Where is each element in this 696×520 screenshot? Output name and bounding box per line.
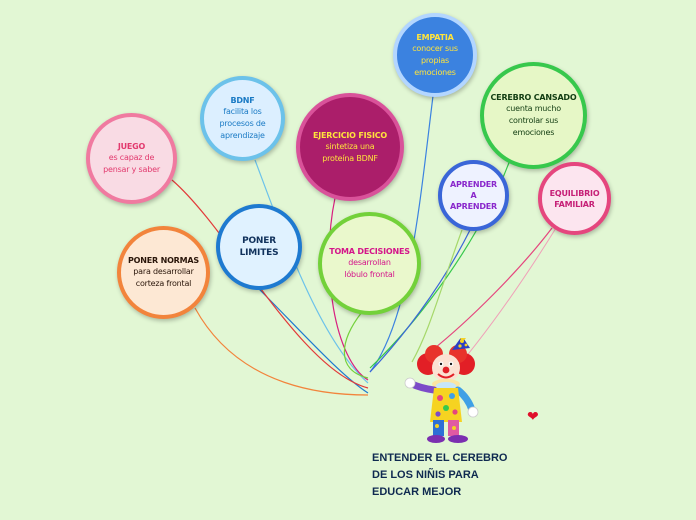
connector-aprender-2 bbox=[411, 229, 463, 363]
connector-bdnf bbox=[254, 159, 369, 384]
bubble-text: emociones bbox=[512, 128, 555, 137]
bubble-text: corteza frontal bbox=[135, 279, 192, 288]
bubble-empatia[interactable]: EMPATIA conocer sus propias emociones bbox=[393, 13, 477, 97]
connector-normas bbox=[194, 307, 369, 396]
bubble-text: cuenta mucho bbox=[506, 104, 561, 113]
bubble-cerebro-cansado[interactable]: CEREBRO CANSADO cuenta mucho controlar s… bbox=[480, 62, 587, 169]
bubble-toma-decisiones[interactable]: TOMA DECISIONES desarrollan lóbulo front… bbox=[318, 212, 421, 315]
connector-aprender bbox=[369, 229, 471, 373]
heart-icon: ❤ bbox=[527, 409, 539, 425]
connector-ejercicio bbox=[328, 197, 369, 381]
bubble-bdnf[interactable]: BDNF facilita los procesos de aprendizaj… bbox=[200, 76, 285, 161]
bubble-ejercicio-fisico[interactable]: EJERCICIO FISICO sintetiza una proteína … bbox=[296, 93, 404, 201]
bubble-text: emociones bbox=[414, 67, 456, 77]
connector-limites bbox=[257, 287, 369, 394]
bubble-title: APRENDER A APRENDER bbox=[449, 180, 498, 211]
central-topic-line: ENTENDER EL CEREBRO bbox=[372, 452, 508, 464]
bubble-text: desarrollan bbox=[348, 258, 391, 267]
bubble-text: es capaz de bbox=[108, 153, 155, 162]
bubble-text: sintetiza una bbox=[325, 141, 375, 151]
central-topic[interactable]: ENTENDER EL CEREBRO DE LOS NIÑIS PARA ED… bbox=[372, 450, 522, 501]
bubble-equilibrio-familiar[interactable]: EQUILIBRIO FAMILIAR bbox=[538, 162, 611, 235]
bubble-text: pensar y saber bbox=[103, 165, 160, 174]
bubble-title: EMPATIA bbox=[416, 32, 454, 42]
bubble-text: facilita los bbox=[223, 107, 262, 116]
connector-juego bbox=[171, 179, 369, 389]
bubble-text: proteína BDNF bbox=[322, 153, 378, 163]
bubble-text: conocer sus bbox=[412, 43, 458, 53]
bubble-text: lóbulo frontal bbox=[344, 270, 395, 279]
bubble-title: PONER LIMITES bbox=[239, 236, 279, 258]
bubble-juego[interactable]: JUEGO es capaz de pensar y saber bbox=[86, 113, 177, 204]
bubble-text: propias bbox=[420, 55, 450, 65]
connector-equilibrio bbox=[429, 227, 553, 353]
central-topic-line: DE LOS NIÑIS PARA bbox=[372, 469, 479, 481]
bubble-title: JUEGO bbox=[117, 142, 146, 151]
bubble-title: PONER NORMAS bbox=[128, 256, 199, 265]
bubble-poner-normas[interactable]: PONER NORMAS para desarrollar corteza fr… bbox=[117, 226, 210, 319]
bubble-text: controlar sus bbox=[508, 116, 559, 125]
bubble-title: BDNF bbox=[230, 96, 255, 105]
bubble-title: TOMA DECISIONES bbox=[329, 247, 410, 256]
bubble-text: para desarrollar bbox=[133, 267, 194, 276]
bubble-text: aprendizaje bbox=[220, 131, 265, 140]
bubble-text: procesos de bbox=[219, 119, 266, 128]
clown-illustration bbox=[400, 334, 496, 453]
bubble-title: EQUILIBRIO FAMILIAR bbox=[549, 188, 600, 209]
connector-decisiones bbox=[343, 311, 369, 379]
bubble-aprender-a-aprender[interactable]: APRENDER A APRENDER bbox=[438, 160, 509, 231]
bubble-poner-limites[interactable]: PONER LIMITES bbox=[216, 204, 302, 290]
central-topic-line: EDUCAR MEJOR bbox=[372, 486, 462, 498]
bubble-title: CEREBRO CANSADO bbox=[490, 93, 577, 102]
bubble-title: EJERCICIO FISICO bbox=[313, 130, 387, 140]
